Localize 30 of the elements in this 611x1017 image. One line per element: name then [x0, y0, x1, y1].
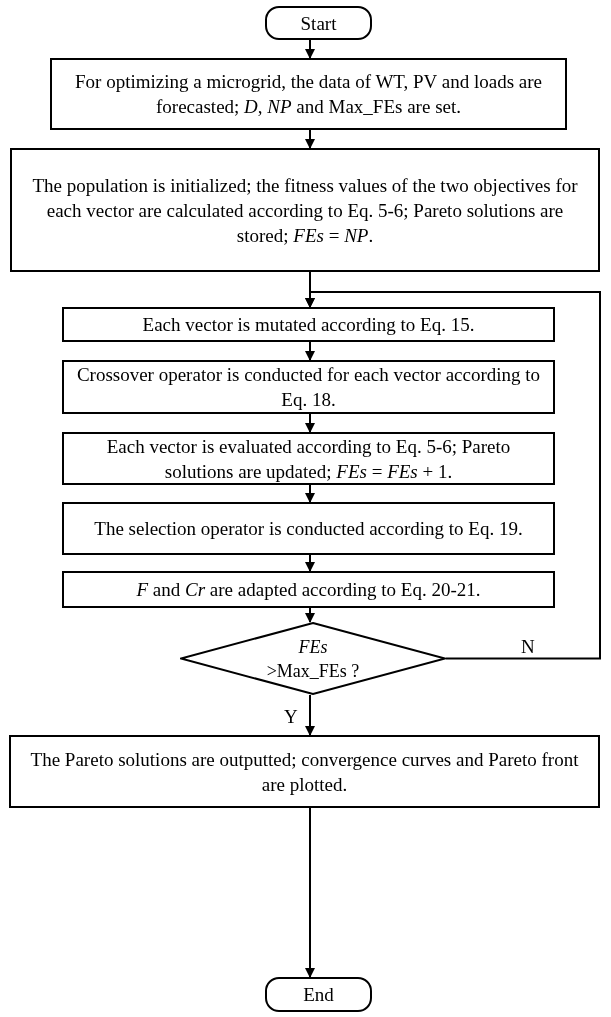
step-text: Each vector is mutated according to Eq. 15.: [142, 313, 475, 337]
step-text: The selection operator is conducted according to Eq. 19.: [94, 517, 523, 541]
process-box: [62, 571, 555, 608]
arrow: [305, 413, 315, 433]
step-text: The Pareto solutions are outputted; convergence curves and Pareto front are plotted.: [29, 747, 580, 797]
step-text: For optimizing a microgrid, the data of WT, PV and loads are forecasted; D, NP and Max_FEs are set.: [74, 70, 543, 119]
step-text: The population is initialized; the fitness values of the two objectives for each vector are calculated according to Eq. 5-6; Pareto solutions are stored; FEs = NP.: [31, 173, 579, 248]
process-box: [62, 307, 555, 342]
arrow: [305, 607, 315, 623]
step-text: FEs >Max_FEs ?: [265, 635, 361, 683]
step-text: Start: [300, 11, 337, 36]
process-box: [50, 58, 567, 130]
arrow: [305, 807, 315, 978]
step-text: End: [303, 983, 334, 1007]
terminal-box: [265, 977, 372, 1012]
step-text: Crossover operator is conducted for each vector according to Eq. 18.: [75, 363, 542, 412]
step-text: F and Cr are adapted according to Eq. 20-21.: [136, 578, 481, 602]
arrow: [305, 554, 315, 572]
arrow: [305, 39, 315, 59]
arrow: [305, 341, 315, 361]
arrow: [305, 129, 315, 149]
arrow: [305, 484, 315, 503]
arrow: [305, 694, 315, 736]
process-box: [62, 502, 555, 555]
process-box: [62, 432, 555, 485]
process-box: [9, 735, 600, 808]
terminal-box: [265, 6, 372, 40]
process-box: [10, 148, 600, 272]
arrow: [305, 291, 601, 660]
step-text: Each vector is evaluated according to Eq. 5-6; Pareto solutions are updated; FEs = FEs + 1.: [105, 434, 512, 484]
